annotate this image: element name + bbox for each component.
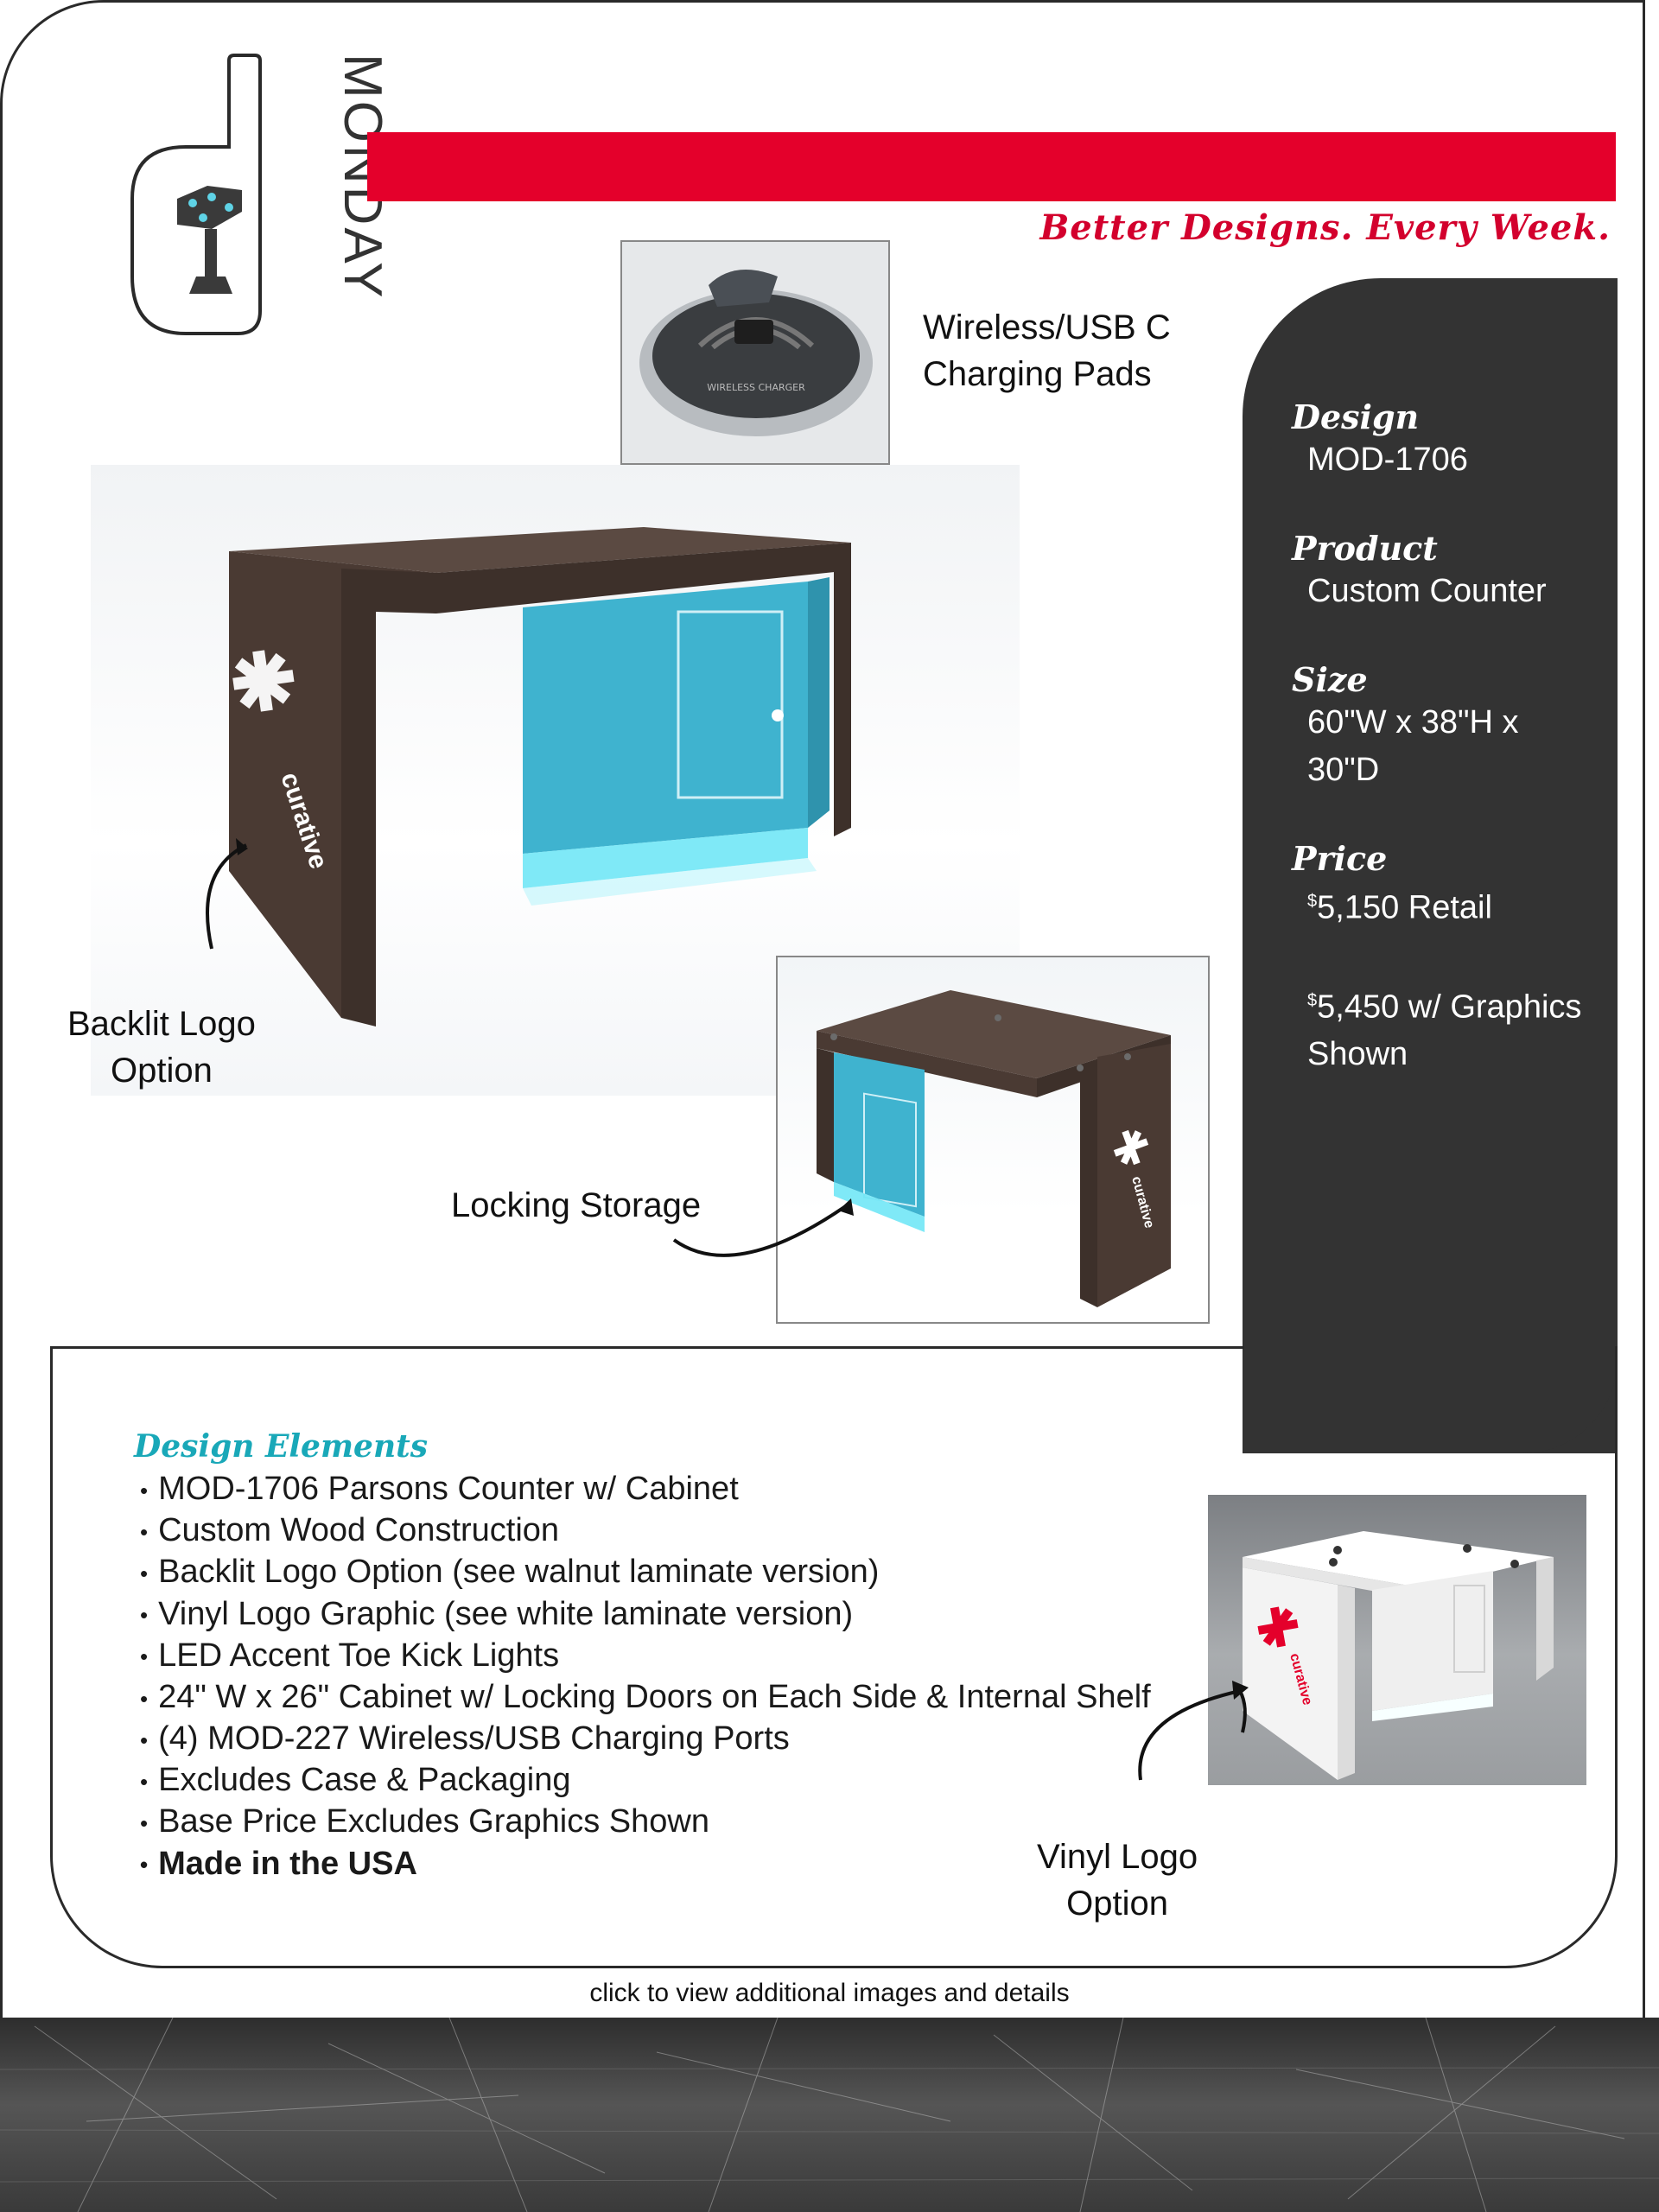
charging-pad-caption: Wireless/USB C Charging Pads bbox=[923, 304, 1171, 397]
locking-storage-callout: Locking Storage bbox=[451, 1186, 702, 1224]
size-label: Size bbox=[1292, 660, 1368, 699]
backlit-callout-line1: Backlit Logo bbox=[67, 1005, 256, 1043]
product-label: Product bbox=[1292, 529, 1438, 568]
vinyl-logo-photo[interactable]: curative bbox=[1208, 1495, 1586, 1785]
design-elements-list: MOD-1706 Parsons Counter w/ Cabinet Cust… bbox=[140, 1469, 1151, 1885]
price-label: Price bbox=[1292, 839, 1388, 878]
made-in-usa: Made in the USA bbox=[140, 1844, 1151, 1885]
additional-details-link[interactable]: click to view additional images and deta… bbox=[589, 1979, 1070, 2007]
design-element-item: 24" W x 26" Cabinet w/ Locking Doors on … bbox=[140, 1677, 1151, 1719]
design-element-item: Custom Wood Construction bbox=[140, 1510, 1151, 1552]
scratched-metal-footer bbox=[0, 2018, 1659, 2212]
price-graphics-currency: $ bbox=[1307, 990, 1318, 1010]
price-retail: $5,150 Retail bbox=[1307, 878, 1603, 932]
design-element-item: (4) MOD-227 Wireless/USB Charging Ports bbox=[140, 1719, 1151, 1760]
charging-pad-photo[interactable]: WIRELESS CHARGER bbox=[620, 240, 890, 465]
size-line2: 30"D bbox=[1307, 752, 1380, 788]
price-graphics: $5,450 w/ Graphics bbox=[1307, 977, 1603, 1032]
design-elements-title: Design Elements bbox=[134, 1428, 429, 1465]
design-elements-box bbox=[50, 1346, 1618, 1968]
design-element-item: MOD-1706 Parsons Counter w/ Cabinet bbox=[140, 1469, 1151, 1510]
product-value: Custom Counter bbox=[1307, 573, 1547, 609]
charging-caption-line1: Wireless/USB C bbox=[923, 308, 1171, 346]
spec-panel bbox=[1243, 278, 1618, 1453]
brand-logo bbox=[125, 52, 354, 346]
design-elements-box-top bbox=[50, 1346, 1244, 1349]
tagline: Better Designs. Every Week. bbox=[1039, 207, 1611, 248]
design-label: Design bbox=[1292, 397, 1420, 436]
locking-storage-photo[interactable]: curative bbox=[776, 956, 1210, 1324]
backlit-logo-callout: Backlit Logo Option bbox=[67, 1001, 256, 1094]
main-counter-render[interactable]: curative bbox=[91, 465, 1020, 1096]
design-element-item: Backlit Logo Option (see walnut laminate… bbox=[140, 1552, 1151, 1593]
design-element-item: Vinyl Logo Graphic (see white laminate v… bbox=[140, 1594, 1151, 1636]
vinyl-arrow bbox=[1138, 1681, 1249, 1781]
price-graphics-text: 5,450 w/ Graphics bbox=[1317, 988, 1582, 1026]
price-graphics-line2: Shown bbox=[1307, 1036, 1408, 1073]
backlit-callout-line2: Option bbox=[111, 1052, 213, 1090]
design-element-item: Excludes Case & Packaging bbox=[140, 1760, 1151, 1802]
vinyl-callout-line1: Vinyl Logo bbox=[1037, 1838, 1198, 1876]
price-currency: $ bbox=[1307, 892, 1318, 911]
size-line1: 60"W x 38"H x bbox=[1307, 704, 1519, 741]
vinyl-callout-line2: Option bbox=[1066, 1885, 1168, 1923]
design-element-item: LED Accent Toe Kick Lights bbox=[140, 1636, 1151, 1677]
accent-red-bar bbox=[367, 132, 1616, 201]
locking-arrow bbox=[672, 1198, 854, 1257]
price-retail-text: 5,150 Retail bbox=[1317, 889, 1492, 926]
spec-list: Design MOD-1706 Product Custom Counter S… bbox=[1292, 397, 1603, 1078]
charging-caption-line2: Charging Pads bbox=[923, 355, 1152, 393]
design-value: MOD-1706 bbox=[1307, 442, 1468, 478]
charger-device-label: WIRELESS CHARGER bbox=[707, 382, 805, 393]
vinyl-logo-callout: Vinyl Logo Option bbox=[1037, 1834, 1198, 1927]
design-element-item: Base Price Excludes Graphics Shown bbox=[140, 1802, 1151, 1843]
